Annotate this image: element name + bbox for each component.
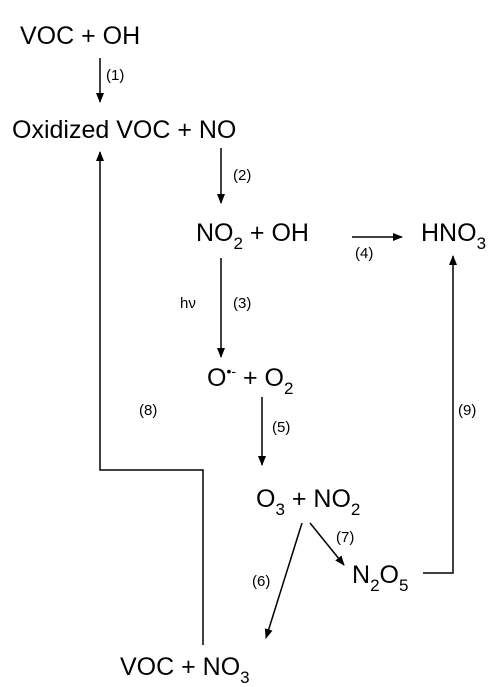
no3-subscript: 3 bbox=[240, 668, 250, 687]
o-formula: O bbox=[379, 561, 399, 589]
o-radical: O bbox=[207, 364, 227, 392]
reaction-label-7: (7) bbox=[336, 529, 355, 546]
n-formula: N bbox=[352, 561, 371, 589]
reaction-label-1: (1) bbox=[106, 67, 125, 84]
hno3-subscript: 3 bbox=[476, 234, 487, 253]
arrow-6 bbox=[264, 522, 303, 639]
no2-subscript-2: 2 bbox=[350, 500, 361, 519]
no2-formula: NO bbox=[196, 219, 234, 247]
species-oxidized-voc-no: Oxidized VOC + NO bbox=[12, 116, 237, 144]
plus-oh: + OH bbox=[242, 219, 309, 247]
reaction-label-4: (4) bbox=[355, 245, 374, 262]
arrow-8 bbox=[96, 151, 204, 645]
no2-subscript: 2 bbox=[233, 234, 243, 253]
species-hno3: HNO3 bbox=[421, 219, 486, 253]
reaction-label-8: (8) bbox=[139, 402, 158, 419]
o3-formula: O bbox=[256, 485, 276, 513]
photon-hv-label: hν bbox=[180, 295, 196, 312]
o3-subscript: 3 bbox=[275, 500, 285, 519]
species-o-o2: O•- + O2 bbox=[207, 363, 293, 397]
species-no2-oh: NO2 + OH bbox=[196, 219, 309, 253]
o5-subscript: 5 bbox=[398, 576, 409, 595]
reaction-label-5: (5) bbox=[272, 419, 291, 436]
o-radical-superscript: •- bbox=[226, 363, 237, 379]
reaction-label-3: (3) bbox=[233, 295, 252, 312]
n2-subscript: 2 bbox=[370, 576, 380, 595]
species-n2o5: N2O5 bbox=[352, 561, 408, 595]
o2-subscript: 2 bbox=[283, 379, 294, 398]
reaction-label-9: (9) bbox=[458, 402, 477, 419]
reaction-label-2: (2) bbox=[233, 167, 252, 184]
species-o3-no2: O3 + NO2 bbox=[256, 485, 360, 519]
arrow-9 bbox=[423, 255, 457, 574]
reaction-label-6: (6) bbox=[252, 573, 271, 590]
arrow-7 bbox=[309, 522, 345, 566]
plus-no: + NO bbox=[284, 485, 351, 513]
plus-o: + O bbox=[236, 364, 284, 392]
species-voc-oh: VOC + OH bbox=[20, 22, 141, 50]
species-voc-no3: VOC + NO3 bbox=[120, 653, 250, 687]
hno3-formula: HNO bbox=[421, 219, 477, 247]
voc-no-formula: VOC + NO bbox=[120, 653, 241, 681]
